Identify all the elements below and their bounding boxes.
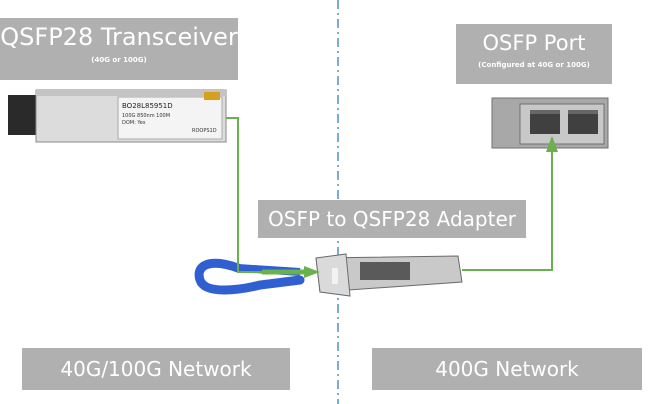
qsfp-to-adapter-arrowhead	[304, 266, 320, 278]
qsfp28-title: QSFP28 Transceiver	[0, 23, 238, 51]
qsfp-to-adapter-line	[226, 117, 306, 273]
adapter-title: OSFP to QSFP28 Adapter	[268, 207, 516, 231]
adapter-label-box: OSFP to QSFP28 Adapter	[258, 200, 526, 238]
qsfp28-subtitle: (40G or 100G)	[91, 56, 147, 64]
adapter-image	[194, 253, 463, 297]
adapter-to-osfp-line	[462, 148, 553, 271]
osfp-port-label-box: OSFP Port (Configured at 40G or 100G)	[456, 24, 612, 84]
osfp-subtitle: (Configured at 40G or 100G)	[478, 61, 590, 69]
transceiver-label-line3: DOM: Yes	[122, 120, 146, 126]
transceiver-label-line4: ROOPS1D	[192, 128, 217, 134]
network-right-label-box: 400G Network	[372, 348, 642, 390]
network-left-label: 40G/100G Network	[60, 357, 252, 381]
adapter-to-osfp-arrowhead	[546, 136, 558, 152]
qsfp28-transceiver-label-box: QSFP28 Transceiver (40G or 100G)	[0, 18, 238, 80]
network-right-label: 400G Network	[435, 357, 579, 381]
osfp-title: OSFP Port	[482, 31, 586, 55]
network-left-label-box: 40G/100G Network	[22, 348, 290, 390]
transceiver-label-line1: BO28L85951D	[122, 102, 173, 110]
transceiver-label-line2: 100G 850nm 100M	[122, 113, 170, 119]
osfp-port-image	[491, 97, 609, 149]
qsfp28-transceiver-image: BO28L85951D 100G 850nm 100M DOM: Yes ROO…	[8, 89, 227, 143]
